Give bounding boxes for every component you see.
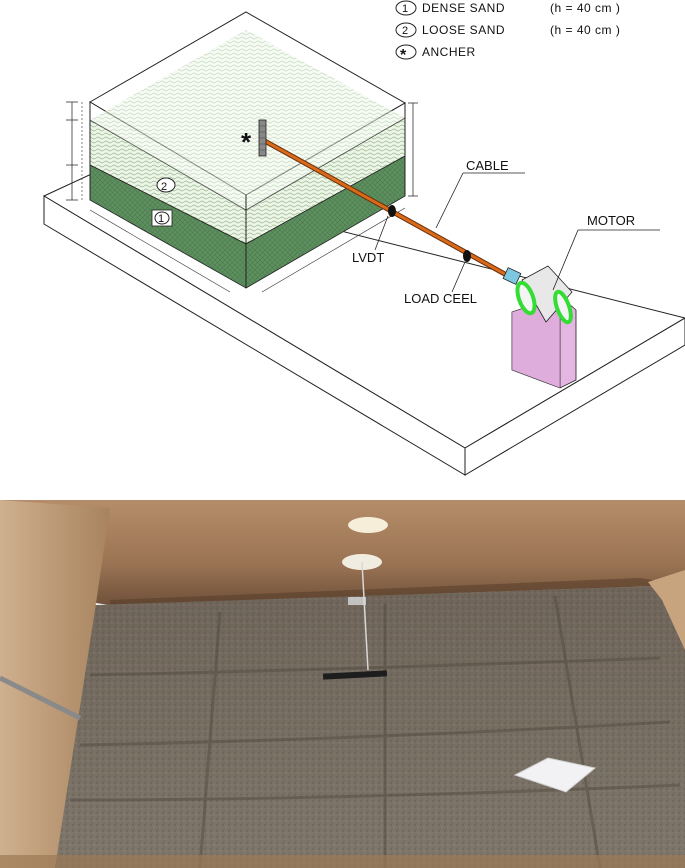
right-wall — [648, 570, 685, 650]
svg-text:ANCHER: ANCHER — [422, 45, 476, 59]
motor — [502, 265, 577, 389]
load-cell-label: LOAD CEEL — [404, 291, 477, 306]
anchor-plate — [258, 119, 267, 157]
back-wall — [0, 500, 685, 605]
lvdt-sensor — [388, 205, 396, 217]
ceiling-light — [348, 517, 388, 533]
svg-text:(h = 40 cm ): (h = 40 cm ) — [550, 1, 620, 15]
svg-text:DENSE SAND: DENSE SAND — [422, 1, 505, 15]
svg-text:1: 1 — [402, 3, 408, 15]
legend-item-anchor: * ANCHER — [395, 44, 476, 64]
svg-text:2: 2 — [402, 25, 408, 37]
base-dimensions — [89, 207, 406, 293]
legend: 1 DENSE SAND (h = 40 cm ) 2 LOOSE SAND (… — [395, 0, 620, 64]
legend-item-loose-sand: 2 LOOSE SAND (h = 40 cm ) — [395, 22, 620, 38]
height-dimension-left — [66, 101, 83, 201]
left-wall — [0, 500, 110, 868]
motor-body — [521, 265, 573, 323]
anchor-mark: * — [241, 127, 252, 157]
svg-text:(h = 40 cm ): (h = 40 cm ) — [550, 23, 620, 37]
svg-text:*: * — [400, 47, 407, 64]
legend-item-dense-sand: 1 DENSE SAND (h = 40 cm ) — [395, 0, 620, 16]
svg-text:1: 1 — [158, 213, 164, 225]
motor-label: MOTOR — [587, 213, 635, 228]
svg-text:2: 2 — [161, 181, 167, 193]
layer-2-marker: 2 — [156, 177, 176, 193]
svg-text:LOOSE SAND: LOOSE SAND — [422, 23, 505, 37]
test-box-photo — [0, 500, 685, 868]
lvdt-label: LVDT — [352, 250, 384, 265]
load-cell — [463, 250, 471, 262]
layer-1-marker: 1 — [151, 209, 173, 227]
test-setup-diagram: * LVDT LOAD CEEL CABLE MOTOR 2 1 1 DENSE — [42, 0, 685, 476]
photo-paper-tag — [513, 757, 597, 793]
cable-label: CABLE — [466, 158, 509, 173]
photo-anchor-plate — [322, 670, 388, 680]
photo-cable — [361, 561, 369, 671]
height-dimension-right — [408, 102, 418, 197]
